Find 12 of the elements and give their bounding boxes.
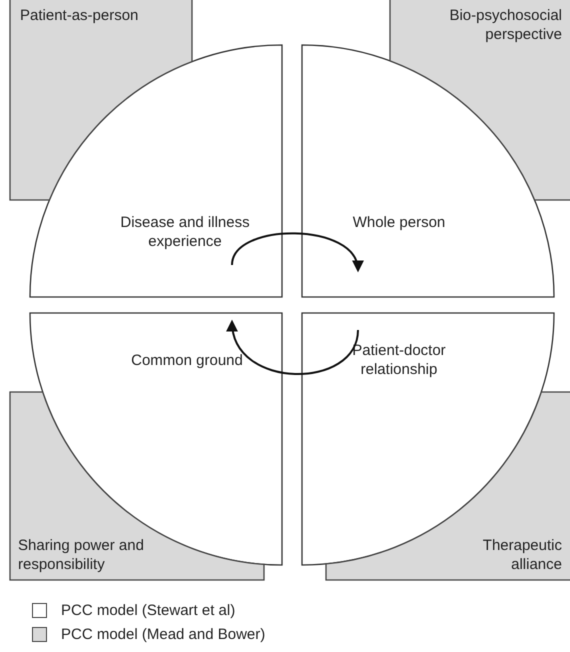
panel-label: Sharing power and responsibility xyxy=(18,536,145,574)
legend-label: PCC model (Stewart et al) xyxy=(61,602,236,619)
segment-label: Common ground xyxy=(130,351,244,370)
panel-label: Therapeutic alliance xyxy=(482,536,562,574)
panel-label: Patient-as-person xyxy=(20,6,138,25)
segment-label: Whole person xyxy=(352,213,446,232)
curved-arrow xyxy=(228,320,359,375)
legend-label: PCC model (Mead and Bower) xyxy=(61,626,266,643)
curved-arrow xyxy=(231,232,362,272)
segment-label: Patient-doctor relationship xyxy=(351,341,447,379)
segment-label: Disease and illness experience xyxy=(119,213,251,251)
panel-label: Bio-psychosocial perspective xyxy=(448,6,562,44)
